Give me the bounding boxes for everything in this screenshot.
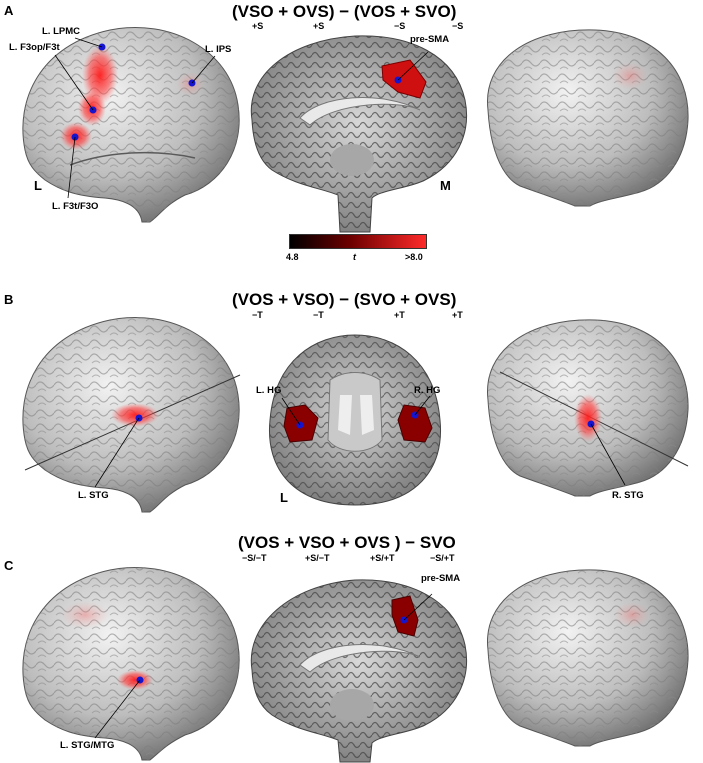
condition-label-a1: +S (252, 21, 264, 31)
condition-label-c4: −S/+T (430, 553, 455, 563)
condition-label-b1: −T (252, 310, 263, 320)
condition-label-b4: +T (452, 310, 463, 320)
condition-label-a4: −S (452, 21, 464, 31)
label-presma-c: pre-SMA (421, 573, 461, 584)
contrast-title-c: (VOS + VSO + OVS ) − SVO (238, 533, 456, 552)
label-rstg: R. STG (612, 490, 644, 501)
condition-label-a2: +S (313, 21, 325, 31)
colorbar-max: >8.0 (405, 252, 423, 262)
label-ips: L. IPS (205, 44, 232, 55)
label-lhg: L. HG (256, 385, 282, 396)
panel-letter-c: C (4, 558, 14, 573)
label-rhg: R. HG (414, 385, 441, 396)
label-f3op: L. F3op/F3t (9, 42, 60, 53)
condition-label-c1: −S/−T (242, 553, 267, 563)
colorbar (289, 234, 427, 249)
label-lstg: L. STG (78, 490, 109, 501)
condition-label-a3: −S (394, 21, 406, 31)
condition-label-b2: −T (313, 310, 324, 320)
hemisphere-label-a: L (34, 178, 42, 193)
condition-label-b3: +T (394, 310, 405, 320)
contrast-title-b: (VOS + VSO) − (SVO + OVS) (232, 290, 457, 309)
colorbar-variable: t (353, 252, 356, 262)
panel-letter-a: A (4, 3, 14, 18)
contrast-title-a: (VSO + OVS) − (VOS + SVO) (232, 2, 457, 21)
label-presma-a: pre-SMA (410, 34, 450, 45)
medial-label-a: M (440, 178, 451, 193)
panel-letter-b: B (4, 292, 14, 307)
hemisphere-label-b: L (280, 490, 288, 505)
colorbar-min: 4.8 (286, 252, 299, 262)
condition-label-c2: +S/−T (305, 553, 330, 563)
condition-label-c3: +S/+T (370, 553, 395, 563)
label-stgmtg: L. STG/MTG (60, 740, 115, 751)
label-f3t: L. F3t/F3O (52, 201, 99, 212)
label-lpmc: L. LPMC (42, 26, 80, 37)
